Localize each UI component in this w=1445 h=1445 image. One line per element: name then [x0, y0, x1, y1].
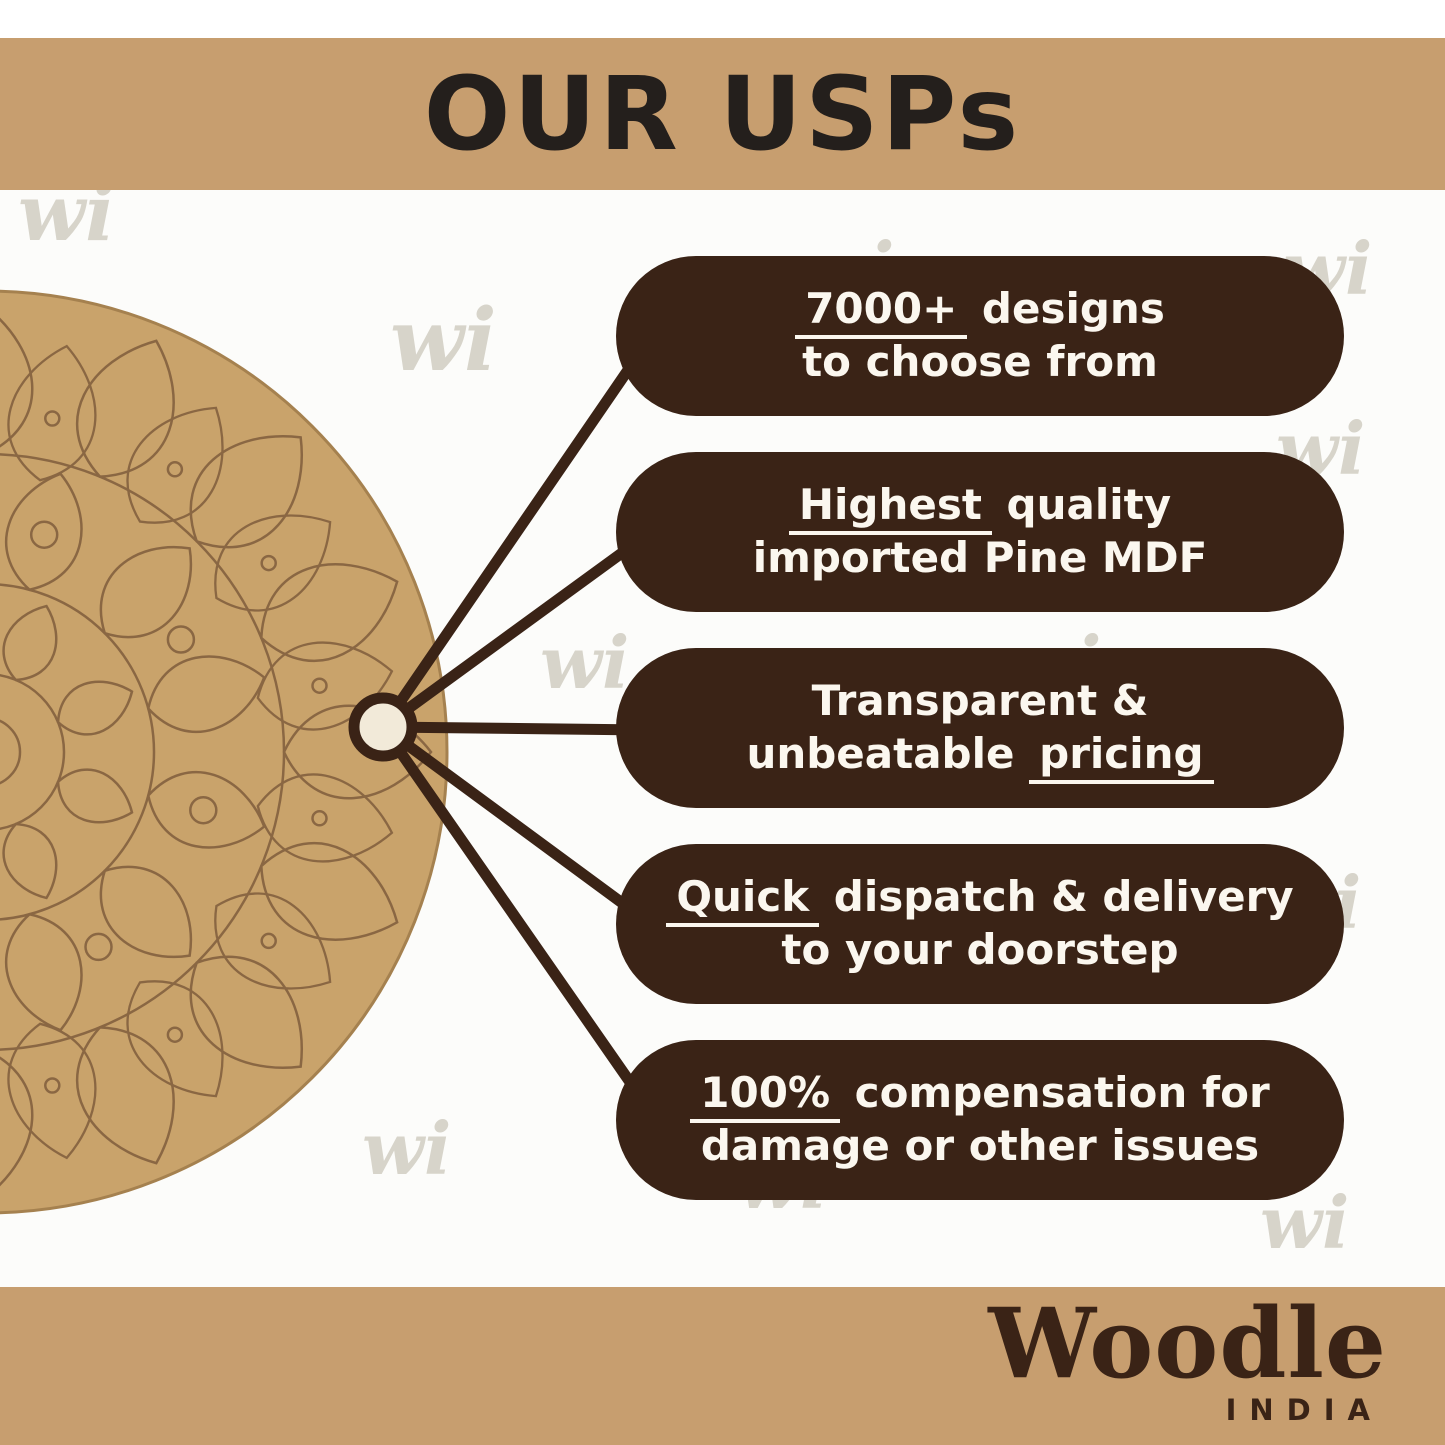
- usp-text: quality: [991, 480, 1172, 530]
- brand-name: Woodle: [988, 1287, 1387, 1400]
- usp-line: imported Pine MDF: [753, 532, 1208, 585]
- usp-line: damage or other issues: [701, 1120, 1259, 1173]
- brand-country: INDIA: [1225, 1392, 1383, 1427]
- usp-text-underlined: Quick: [666, 872, 820, 928]
- usp-text: designs: [967, 284, 1165, 334]
- usp-text: to your doorstep: [781, 925, 1179, 974]
- usp-text-underlined: 100%: [690, 1068, 841, 1124]
- footer-banner: [0, 1287, 1445, 1445]
- usp-line: Transparent &: [812, 675, 1149, 728]
- usp-text: to choose from: [802, 337, 1158, 386]
- usp-line: 7000+ designs: [795, 283, 1165, 340]
- usp-text: unbeatable: [746, 729, 1030, 778]
- usp-text-underlined: 7000+: [795, 284, 968, 340]
- usp-text: damage or other issues: [700, 1121, 1260, 1170]
- usp-text: compensation for: [840, 1068, 1270, 1118]
- usp-line: 100% compensation for: [690, 1067, 1270, 1124]
- usp-text: dispatch & delivery: [819, 872, 1294, 922]
- brand-logo: Woodle INDIA: [988, 1295, 1387, 1427]
- usp-line: to choose from: [802, 336, 1158, 389]
- usp-pill-3: Transparent &unbeatable pricing: [616, 648, 1344, 808]
- usp-line: unbeatable pricing: [746, 728, 1214, 784]
- mandala-mdf-cutout-image: [0, 289, 449, 1215]
- page-title: OUR USPs: [423, 54, 1022, 174]
- usp-line: Quick dispatch & delivery: [666, 871, 1294, 928]
- mandala-engraving: [0, 305, 433, 1199]
- header-banner: OUR USPs: [0, 38, 1445, 190]
- usp-text: Transparent &: [811, 676, 1149, 726]
- mdf-circle: [0, 289, 449, 1215]
- usp-text-underlined: Highest: [788, 480, 992, 536]
- usp-text: imported Pine MDF: [752, 533, 1208, 582]
- usp-line: to your doorstep: [781, 924, 1178, 977]
- usp-line: Highest quality: [788, 479, 1172, 536]
- usp-text-underlined: pricing: [1029, 729, 1214, 784]
